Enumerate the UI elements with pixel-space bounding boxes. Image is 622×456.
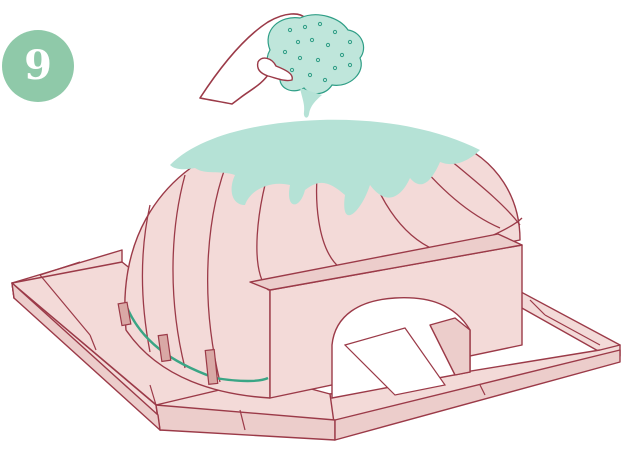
wet-sponge-icon xyxy=(267,15,363,94)
hand-holding-sponge-icon xyxy=(200,14,364,118)
